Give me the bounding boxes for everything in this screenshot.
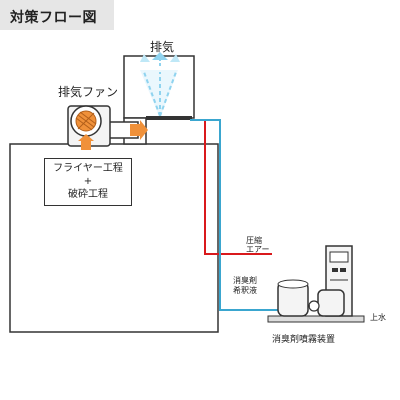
- exhaust-label: 排気: [150, 40, 175, 54]
- page-title: 対策フロー図: [10, 10, 97, 26]
- process-line-2: +: [83, 176, 93, 187]
- device-label: 消臭剤噴霧装置: [272, 335, 336, 345]
- process-box: フライヤー工程 + 破砕工程: [44, 158, 132, 206]
- compressed-air-label-line-2: エアー: [246, 245, 270, 254]
- title-tab: [0, 0, 114, 30]
- airflow-arrow-icon: [130, 120, 148, 140]
- deodorant-label-line-1: 消臭剤: [233, 276, 257, 285]
- deodorant-solution-label: 消臭剤 希釈液: [233, 276, 257, 296]
- deodorant-label-line-2: 希釈液: [233, 286, 257, 295]
- tap-water-label: 上水: [370, 313, 386, 322]
- exhaust-fan-label: 排気ファン: [58, 85, 119, 99]
- device-base: [267, 315, 365, 323]
- compressed-air-label: 圧縮 エアー: [246, 236, 270, 254]
- fan-icon: [67, 105, 111, 147]
- exhaust-arrow-icon: [140, 52, 180, 66]
- spray-mist-icon: [140, 70, 178, 118]
- compressed-air-label-line-1: 圧縮: [246, 236, 262, 245]
- process-line-3: 破砕工程: [68, 189, 108, 200]
- airflow-up-arrow-icon: [78, 134, 94, 150]
- pump-icon: [308, 289, 345, 317]
- spray-nozzle: [146, 116, 192, 120]
- deodorant-solution-line: [190, 119, 300, 311]
- process-line-1: フライヤー工程: [53, 163, 123, 174]
- tank-icon: [277, 279, 309, 317]
- compressed-air-line: [194, 119, 272, 255]
